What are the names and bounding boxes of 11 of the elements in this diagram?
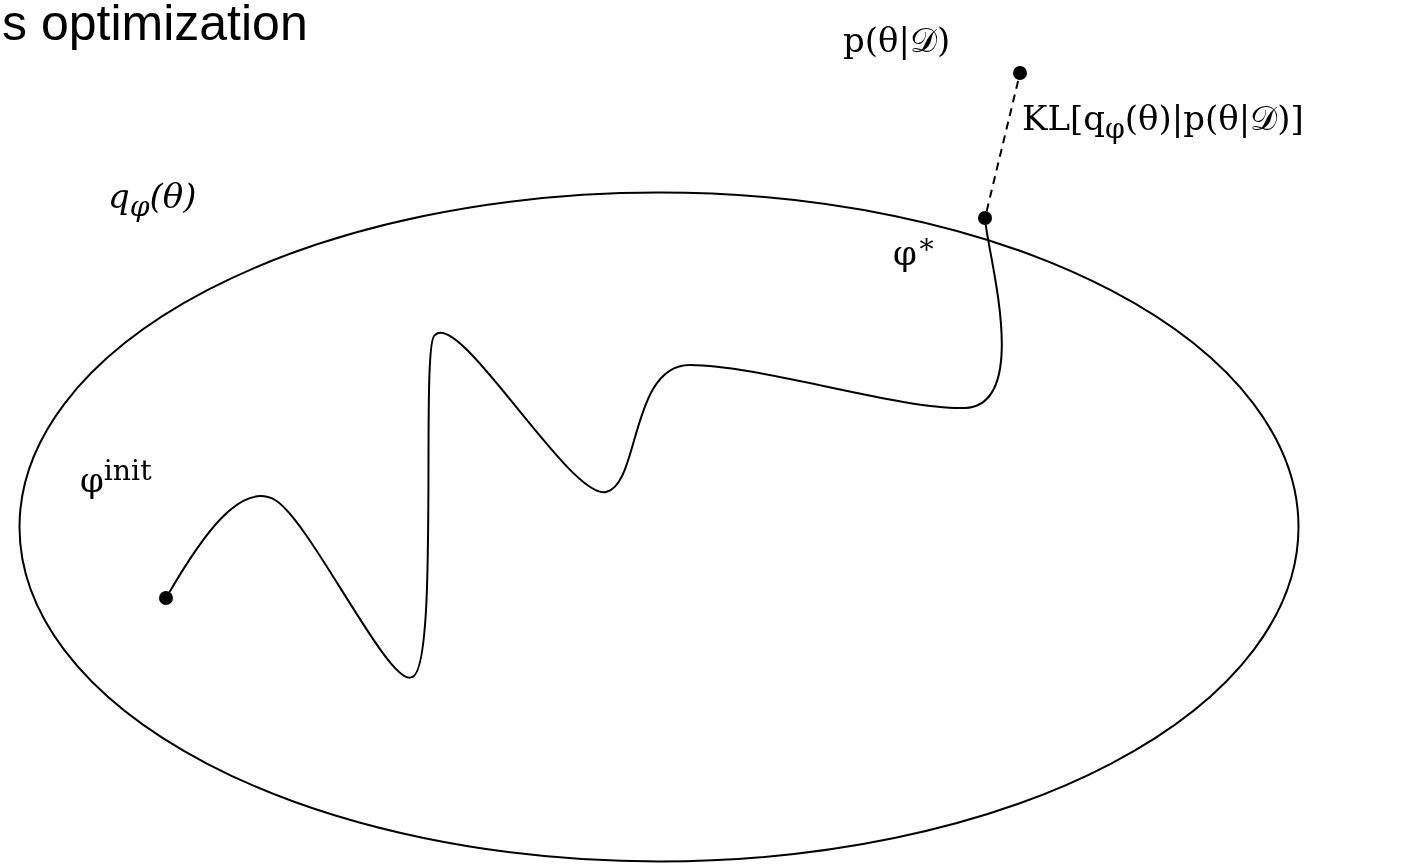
edge-label: KL[q$_{φ}$(θ)|p(θ|𝒟)] (1022, 100, 1304, 144)
point-dot (159, 591, 173, 605)
optimization-path (168, 223, 1003, 678)
math-label: q$_{φ}$(θ) (108, 178, 197, 222)
math-label: φ$^{init}$ (80, 455, 152, 500)
point-dot (1013, 66, 1027, 80)
math-label: φ$^{∗}$ (893, 228, 937, 273)
math-label: p(θ|𝒟) (843, 22, 951, 60)
title: s optimization (2, 0, 308, 48)
dashed-line (985, 78, 1020, 213)
point-dot (978, 211, 992, 225)
